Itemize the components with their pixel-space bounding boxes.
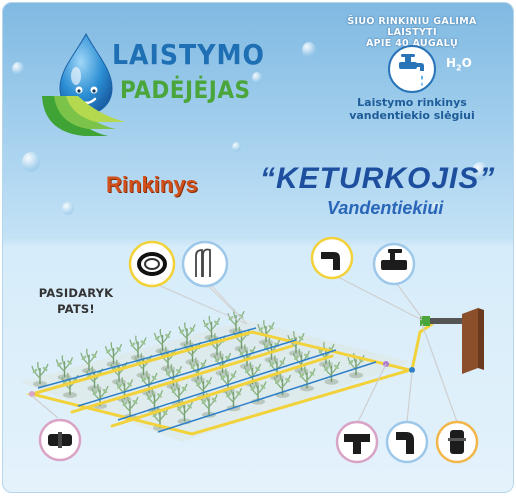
title-subtitle: Vandentiekiui — [327, 198, 444, 218]
badge-capacity-line2: APIE 40 AUGALŲ — [365, 38, 459, 49]
h2o-o: O — [461, 56, 472, 70]
brand-logo: LAISTYMO PADĖJĖJAS — [38, 30, 278, 150]
garden-bed-area — [20, 320, 412, 442]
pointer-tap-adapter — [421, 323, 458, 423]
slogan-line2: PATS! — [57, 302, 95, 316]
u-stake-icon — [195, 248, 211, 277]
faucet-icon — [388, 45, 436, 93]
plant-sprite — [153, 328, 172, 354]
water-droplet-decor — [12, 62, 24, 76]
badge-description-line2: vandentiekio slėgiui — [349, 109, 475, 122]
water-drop-logo-icon — [42, 32, 126, 136]
slogan-line1: PASIDARYK — [38, 286, 114, 300]
logo-text-line1: LAISTYMO — [112, 38, 265, 71]
plant-sprite — [55, 355, 74, 381]
ball-valve-icon — [381, 260, 407, 270]
plant-sprite — [104, 342, 123, 368]
h2o-label: H2O — [446, 56, 472, 72]
callout-end-plug — [38, 418, 82, 462]
callout-tee — [335, 420, 379, 464]
elbow-fitting-icon — [321, 252, 340, 270]
plant-sprite — [31, 361, 49, 387]
drip-tube — [117, 349, 337, 421]
tee-connector-icon — [344, 434, 370, 454]
hose-line-inner-2 — [110, 354, 334, 428]
pointer-connector — [406, 371, 413, 423]
pointer-end-plug — [31, 395, 59, 419]
pointer-tee — [356, 363, 387, 425]
logo-text-line2: PADĖJĖJAS — [120, 76, 251, 104]
callout-u-stake — [181, 240, 229, 288]
badge-capacity-line1: ŠIUO RINKINIU GALIMA LAISTYTI — [347, 16, 477, 38]
drip-tube — [157, 361, 377, 433]
title-product-name: “KETURKOJIS” — [260, 162, 496, 195]
hose-coil-icon — [137, 252, 167, 276]
water-droplet-decor — [62, 202, 74, 215]
diy-slogan: PASIDARYK PATS! — [32, 285, 120, 317]
badge-description: Laistymo rinkinys vandentiekio slėgiui — [322, 96, 502, 122]
wooden-post — [462, 308, 478, 374]
plant-sprite — [347, 353, 365, 379]
drip-tube — [77, 339, 297, 407]
connector-marker — [409, 367, 415, 373]
water-droplet-decor — [252, 72, 262, 84]
tap-adapter-icon — [450, 430, 464, 454]
h2o-h: H — [446, 56, 457, 70]
hose-line-inner-1 — [70, 344, 294, 414]
straight-connector-icon — [396, 432, 414, 454]
water-droplet-decor — [22, 152, 40, 172]
product-title: Rinkinys “KETURKOJIS” Vandentiekiui — [2, 160, 514, 230]
title-prefix: Rinkinys — [106, 172, 198, 197]
plant-sprite — [298, 366, 316, 392]
plant-sprite — [80, 348, 98, 374]
badge-description-line1: Laistymo rinkinys — [357, 96, 467, 109]
h2o-subscript: 2 — [456, 63, 462, 73]
water-droplet-decor — [472, 162, 488, 180]
callout-connector — [385, 420, 429, 464]
drip-tube — [37, 327, 257, 389]
callout-elbow — [310, 236, 354, 280]
plant-sprite — [322, 359, 341, 385]
tap-valve — [420, 316, 430, 326]
plant-sprite — [129, 335, 147, 361]
capacity-badge: ŠIUO RINKINIU GALIMA LAISTYTI APIE 40 AU… — [322, 16, 502, 136]
end-plug-marker — [29, 391, 35, 397]
pointer-hose-coil — [151, 281, 248, 325]
hose-feed-line — [410, 322, 434, 372]
callout-valve — [372, 242, 416, 286]
callout-tap-adapter — [435, 420, 479, 464]
wooden-post-side — [478, 308, 484, 370]
pointer-elbow — [331, 273, 423, 321]
water-droplet-decor — [232, 142, 241, 152]
callout-hose-coil — [128, 240, 176, 288]
pointer-u-stake — [203, 281, 248, 325]
pointer-valve — [393, 279, 423, 319]
tap-pipe — [428, 318, 462, 324]
callout-pointers — [31, 273, 458, 425]
water-droplet-decor — [302, 42, 316, 58]
drip-tubes — [37, 327, 377, 433]
water-droplet-decor — [432, 202, 442, 213]
